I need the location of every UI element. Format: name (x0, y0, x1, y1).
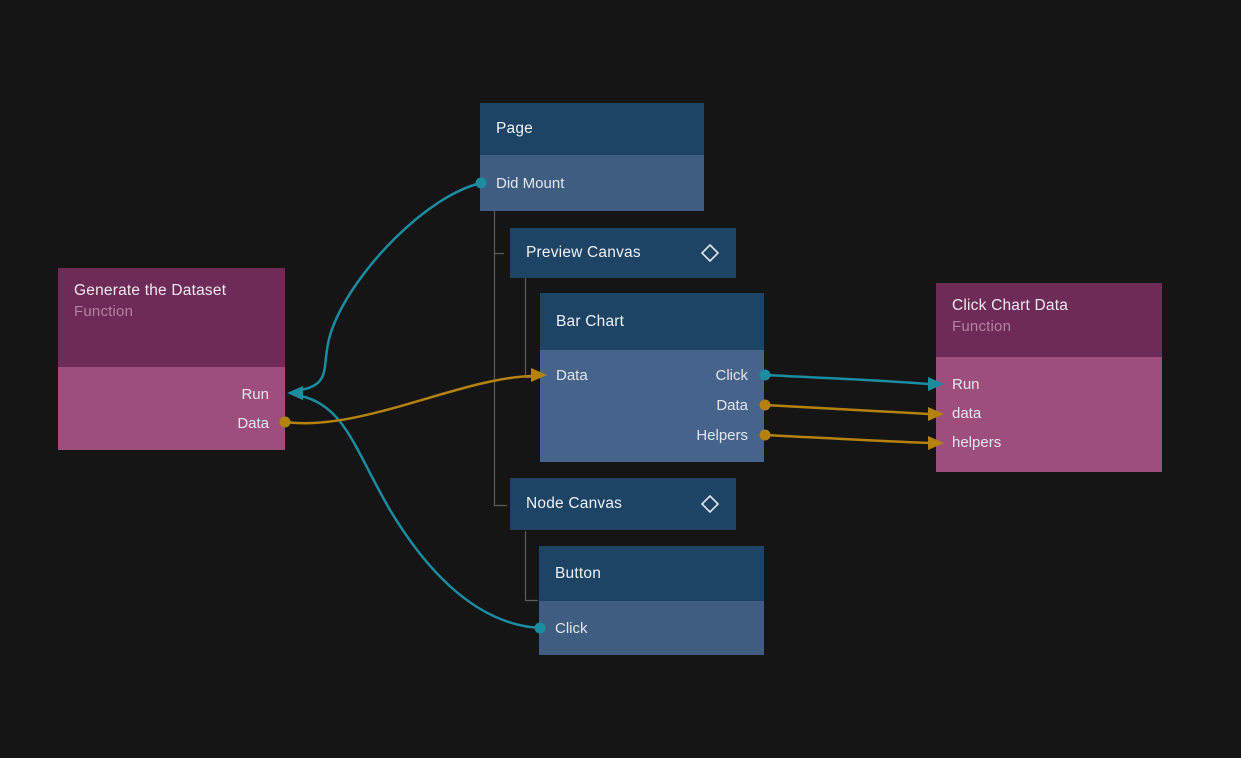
port-helpers-input[interactable]: helpers (936, 428, 1162, 457)
node-page-header[interactable]: Page (480, 103, 704, 155)
connection-barclick-to-run[interactable] (764, 373, 930, 386)
node-preview-canvas-header[interactable]: Preview Canvas (510, 228, 736, 278)
connection-data-to-barchart-data[interactable] (284, 374, 533, 425)
connection-click-to-run[interactable] (300, 394, 541, 630)
connection-bardata-to-data[interactable] (764, 403, 930, 416)
connection-barhelpers-to-helpers[interactable] (764, 433, 930, 445)
node-click-chart-data-header[interactable]: Click Chart Data Function (936, 283, 1162, 357)
port-label: Did Mount (496, 174, 565, 192)
node-bar-chart-header[interactable]: Bar Chart (540, 293, 764, 350)
node-page[interactable]: Page Did Mount (480, 103, 704, 211)
node-click-chart-data[interactable]: Click Chart Data Function Run data helpe… (936, 283, 1162, 472)
node-title: Click Chart Data (952, 297, 1069, 314)
tree-line-preview-to-barchart (524, 278, 539, 379)
port-row: Helpers (540, 420, 764, 450)
port-label: data (952, 405, 982, 422)
node-bar-chart[interactable]: Bar Chart Data Click Data Helpers (540, 293, 764, 462)
port-row: Data (58, 409, 285, 438)
port-row: Data Click (540, 360, 764, 390)
node-node-canvas[interactable]: Node Canvas (510, 478, 736, 530)
node-title: Preview Canvas (526, 244, 641, 261)
port-run-input[interactable]: Run (241, 386, 269, 403)
tree-line-page-children (493, 211, 507, 507)
node-generate-dataset-header[interactable]: Generate the Dataset Function (58, 268, 285, 367)
connection-didmount-to-run[interactable] (300, 181, 482, 392)
port-data-output[interactable]: Data (716, 396, 748, 414)
node-title: Page (496, 120, 533, 137)
port-label: Click (555, 619, 588, 637)
port-helpers-output[interactable]: Helpers (696, 426, 748, 444)
node-button-body: Click (539, 601, 764, 655)
port-arrow-generate-run[interactable] (287, 386, 303, 400)
port-data-input[interactable]: Data (556, 366, 588, 384)
port-click[interactable]: Click (539, 601, 764, 655)
node-button-header[interactable]: Button (539, 546, 764, 601)
port-did-mount[interactable]: Did Mount (480, 155, 704, 211)
tree-line-nodecanvas-to-button (524, 531, 538, 602)
port-data-input[interactable]: data (936, 399, 1162, 428)
port-row: Data (540, 390, 764, 420)
port-click-output[interactable]: Click (715, 366, 749, 384)
node-title: Button (555, 564, 602, 582)
node-generate-dataset-body: Run Data (58, 367, 285, 450)
node-generate-dataset[interactable]: Generate the Dataset Function Run Data (58, 268, 285, 450)
node-title: Node Canvas (526, 495, 623, 512)
node-subtitle: Function (952, 318, 1012, 335)
port-run-input[interactable]: Run (936, 370, 1162, 399)
node-bar-chart-body: Data Click Data Helpers (540, 350, 764, 462)
port-row: Run (58, 380, 285, 409)
node-title: Bar Chart (556, 312, 625, 330)
node-title: Generate the Dataset (74, 282, 227, 299)
node-node-canvas-header[interactable]: Node Canvas (510, 478, 736, 530)
port-data-output[interactable]: Data (237, 415, 269, 432)
node-button[interactable]: Button Click (539, 546, 764, 655)
diamond-icon (700, 494, 720, 514)
diamond-icon (700, 243, 720, 263)
node-subtitle: Function (74, 303, 134, 320)
port-label: helpers (952, 434, 1002, 451)
node-page-body: Did Mount (480, 155, 704, 211)
node-preview-canvas[interactable]: Preview Canvas (510, 228, 736, 278)
node-click-chart-data-body: Run data helpers (936, 357, 1162, 472)
port-label: Run (952, 376, 980, 393)
